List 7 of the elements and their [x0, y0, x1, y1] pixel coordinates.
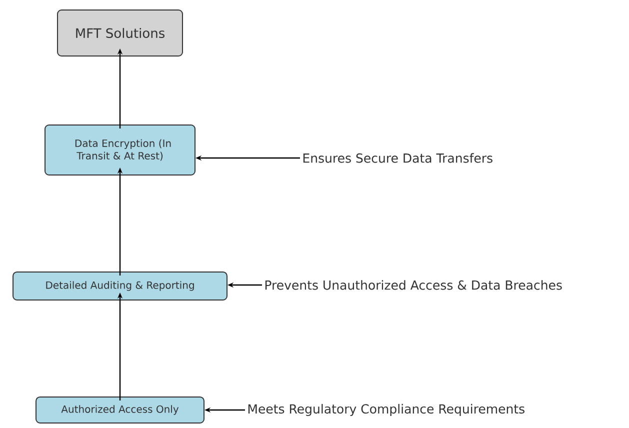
note-text: Meets Regulatory Compliance Requirements — [248, 404, 524, 416]
process-box: MFT Solutions — [57, 10, 183, 56]
note-text: Prevents Unauthorized Access & Data Breaches — [265, 280, 562, 290]
process-box: Data Encryption (In Transit & At Rest) — [44, 124, 196, 176]
process-box: Authorized Access Only — [36, 396, 204, 424]
note-text: Ensures Secure Data Transfers — [303, 153, 492, 163]
process-box: Detailed Auditing & Reporting — [12, 272, 228, 300]
